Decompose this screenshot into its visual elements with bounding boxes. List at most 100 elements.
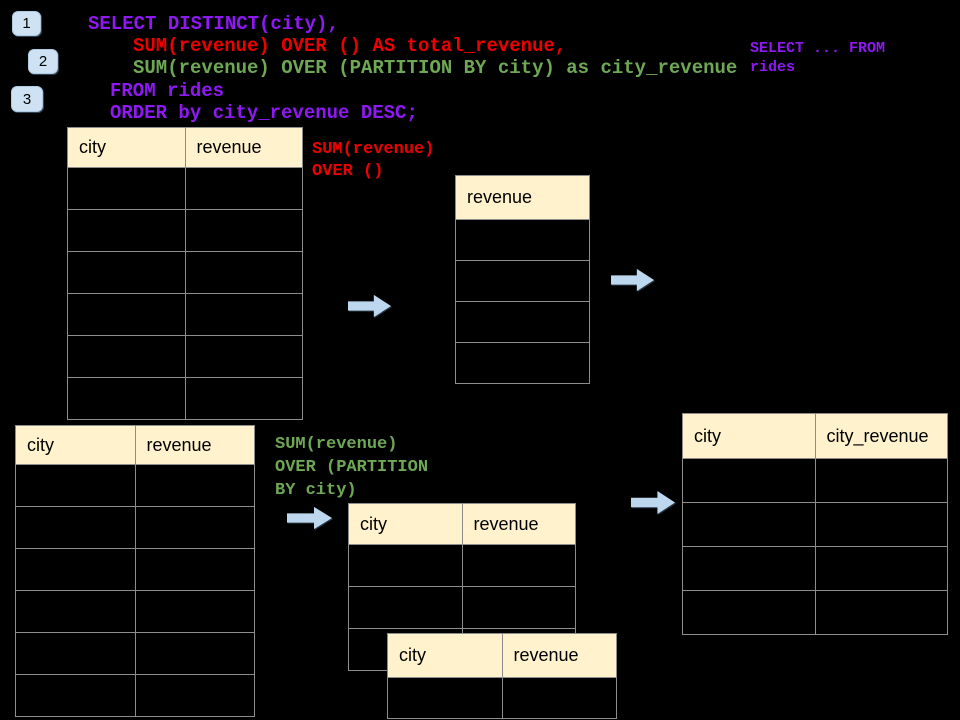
arrow-right-icon <box>631 490 676 515</box>
table-cell <box>683 459 815 502</box>
column-header: city_revenue <box>814 414 947 458</box>
table-row <box>68 335 302 377</box>
partition-window-label-line3: BY city) <box>275 481 357 500</box>
table-cell <box>683 591 815 634</box>
side-snippet-line1: SELECT ... FROM <box>750 40 886 57</box>
table-row <box>16 548 254 590</box>
table-cell <box>68 336 185 377</box>
arrow-right-icon <box>611 268 655 292</box>
table-cell <box>68 168 185 209</box>
table-cell <box>184 294 302 335</box>
table-row <box>683 590 947 634</box>
table-cell <box>184 336 302 377</box>
step-badge-1: 1 <box>12 11 41 36</box>
table-cell <box>349 587 462 628</box>
table-cell <box>134 633 254 674</box>
table-cell <box>683 503 815 546</box>
sql-line-city-revenue: SUM(revenue) OVER (PARTITION BY city) as… <box>133 57 738 79</box>
column-header: city <box>68 128 185 167</box>
column-header: city <box>16 426 135 464</box>
table-row <box>349 586 575 628</box>
step-badge-2: 2 <box>28 49 58 74</box>
table-cell <box>16 633 135 674</box>
table-cell <box>68 210 185 251</box>
table-cell <box>16 507 135 548</box>
column-header: city <box>349 504 462 544</box>
table-cell <box>683 547 815 590</box>
table-cell <box>134 549 254 590</box>
table-cell <box>184 210 302 251</box>
arrow-right-icon <box>348 294 392 318</box>
table-cell <box>456 220 589 260</box>
table-row <box>388 677 616 718</box>
table-row <box>683 546 947 590</box>
table-cell <box>68 252 185 293</box>
table-row <box>456 219 589 260</box>
total-window-label-line1: SUM(revenue) <box>312 140 435 159</box>
column-header: city <box>683 414 815 458</box>
table-cell <box>461 587 575 628</box>
column-header: revenue <box>134 426 254 464</box>
table-row <box>683 458 947 502</box>
table-cell <box>388 678 502 718</box>
total-window-label-line2: OVER () <box>312 162 384 181</box>
table-cell <box>16 465 135 506</box>
table-cell <box>184 168 302 209</box>
table-cell <box>456 261 589 301</box>
table-cell <box>134 507 254 548</box>
column-header: revenue <box>456 176 589 219</box>
column-header: revenue <box>461 504 575 544</box>
step-badge-3: 3 <box>11 86 43 112</box>
side-snippet-line2: rides <box>750 59 796 76</box>
table-cell <box>16 591 135 632</box>
table-cell <box>68 378 185 419</box>
table-cell <box>814 591 947 634</box>
table-cell <box>68 294 185 335</box>
table-cell <box>456 302 589 342</box>
table-cell <box>184 378 302 419</box>
table-cell <box>814 547 947 590</box>
partition-window-label-line2: OVER (PARTITION <box>275 458 429 477</box>
sql-line-from: FROM rides <box>110 80 225 102</box>
table-row <box>68 293 302 335</box>
table-cell <box>814 459 947 502</box>
table-row <box>68 209 302 251</box>
table-row <box>16 506 254 548</box>
table-row <box>456 342 589 383</box>
table-cell <box>456 343 589 383</box>
total-revenue-table: revenue <box>455 175 590 384</box>
table-cell <box>134 675 254 716</box>
table-cell <box>461 545 575 586</box>
table-row <box>16 674 254 716</box>
sql-line-total-revenue: SUM(revenue) OVER () AS total_revenue, <box>133 35 567 57</box>
column-header: revenue <box>184 128 302 167</box>
table-row <box>16 464 254 506</box>
table-row <box>456 301 589 342</box>
table-row <box>683 502 947 546</box>
column-header: revenue <box>501 634 616 677</box>
table-cell <box>184 252 302 293</box>
table-cell <box>134 591 254 632</box>
table-row <box>349 544 575 586</box>
sql-line-order-by: ORDER by city_revenue DESC; <box>110 102 418 124</box>
table-cell <box>501 678 616 718</box>
table-cell <box>349 545 462 586</box>
column-header: city <box>388 634 502 677</box>
table-cell <box>16 675 135 716</box>
table-cell <box>134 465 254 506</box>
table-row <box>16 590 254 632</box>
sql-line-select: SELECT DISTINCT(city), <box>88 13 339 35</box>
table-cell <box>16 549 135 590</box>
table-row <box>68 251 302 293</box>
table-cell <box>814 503 947 546</box>
table-header-row: revenue <box>456 176 589 219</box>
table-row <box>68 167 302 209</box>
